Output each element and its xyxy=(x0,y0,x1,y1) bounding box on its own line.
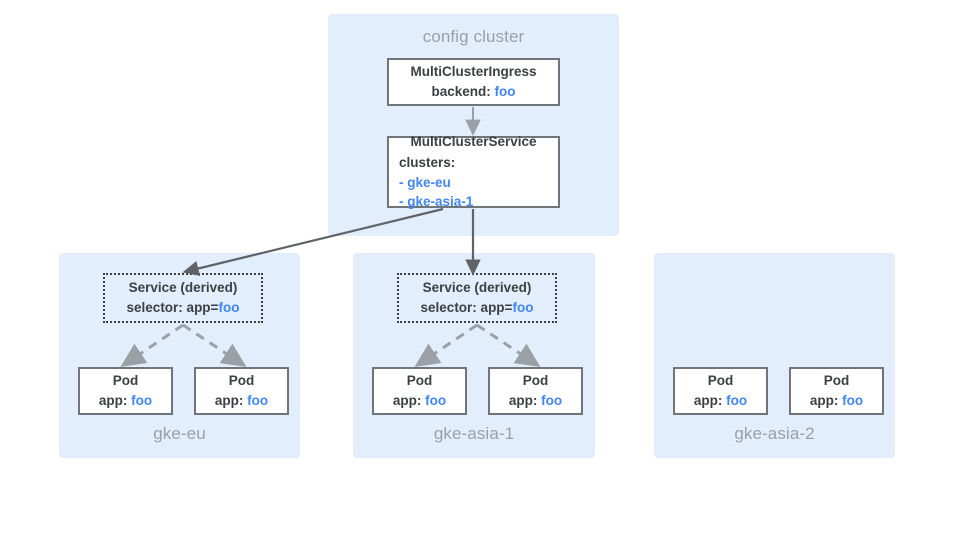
pod-app-label: app: xyxy=(508,393,538,408)
config-cluster-title: config cluster xyxy=(422,27,525,46)
multiclusteringress-backend-label: backend: xyxy=(431,84,491,99)
pod-app-value: foo xyxy=(726,393,748,408)
pod-app: app: foo xyxy=(810,391,863,411)
cluster-label-gke-asia-1: gke-asia-1 xyxy=(433,424,515,443)
pod-app-value: foo xyxy=(131,393,153,408)
pod-app-value: foo xyxy=(541,393,563,408)
pod-app: app: foo xyxy=(99,391,152,411)
pod-app-label: app: xyxy=(214,393,244,408)
multiclusterservice-member-gke-eu: - gke-eu xyxy=(399,174,451,190)
derived-service-box-gke-asia-1: Service (derived) selector: app=foo xyxy=(397,273,557,323)
pod-box: Pod app: foo xyxy=(789,367,884,415)
pod-app-value: foo xyxy=(247,393,269,408)
pod-app-value: foo xyxy=(842,393,864,408)
pod-app-label: app: xyxy=(693,393,723,408)
multiclusteringress-backend: backend: foo xyxy=(389,82,558,102)
pod-app-label: app: xyxy=(392,393,422,408)
pod-app: app: foo xyxy=(393,391,446,411)
multiclusterservice-clusters-label: clusters: xyxy=(399,154,456,170)
pod-app-value: foo xyxy=(425,393,447,408)
derived-service-title-gke-asia-1: Service (derived) xyxy=(422,279,532,295)
pod-box: Pod app: foo xyxy=(488,367,583,415)
pod-app: app: foo xyxy=(215,391,268,411)
derived-service-selector-value-gke-asia-1: foo xyxy=(512,300,534,315)
pod-app: app: foo xyxy=(509,391,562,411)
pod-app: app: foo xyxy=(694,391,747,411)
derived-service-selector-label-gke-asia-1: selector: app= xyxy=(420,300,513,315)
cluster-panel-gke-asia-2: gke-asia-2 xyxy=(654,253,895,458)
pod-app-label: app: xyxy=(809,393,839,408)
pod-box: Pod app: foo xyxy=(673,367,768,415)
pod-app-label: app: xyxy=(98,393,128,408)
pod-title: Pod xyxy=(522,372,549,388)
cluster-label-gke-asia-2: gke-asia-2 xyxy=(734,424,815,443)
multiclusteringress-box: MultiClusterIngress backend: foo xyxy=(387,58,560,106)
derived-service-selector-label-gke-eu: selector: app= xyxy=(126,300,219,315)
pod-title: Pod xyxy=(228,372,255,388)
derived-service-selector-value-gke-eu: foo xyxy=(218,300,240,315)
pod-title: Pod xyxy=(823,372,850,388)
pod-title: Pod xyxy=(406,372,433,388)
multiclusteringress-kind: MultiClusterIngress xyxy=(410,64,537,80)
multiclusterservice-member-gke-asia-1: - gke-asia-1 xyxy=(399,194,474,210)
pod-title: Pod xyxy=(112,372,139,388)
derived-service-selector-gke-eu: selector: app=foo xyxy=(127,298,240,318)
pod-box: Pod app: foo xyxy=(372,367,467,415)
pod-box: Pod app: foo xyxy=(78,367,173,415)
multiclusterservice-box: MultiClusterService clusters: - gke-eu -… xyxy=(387,134,560,209)
multiclusterservice-kind: MultiClusterService xyxy=(410,134,537,150)
pod-title: Pod xyxy=(707,372,734,388)
multiclusteringress-backend-value: foo xyxy=(494,84,516,99)
derived-service-box-gke-eu: Service (derived) selector: app=foo xyxy=(103,273,263,323)
pod-box: Pod app: foo xyxy=(194,367,289,415)
cluster-label-gke-eu: gke-eu xyxy=(153,424,206,443)
derived-service-selector-gke-asia-1: selector: app=foo xyxy=(421,298,534,318)
cluster-panel-gke-asia-1: gke-asia-1 xyxy=(353,253,595,458)
derived-service-title-gke-eu: Service (derived) xyxy=(128,279,238,295)
